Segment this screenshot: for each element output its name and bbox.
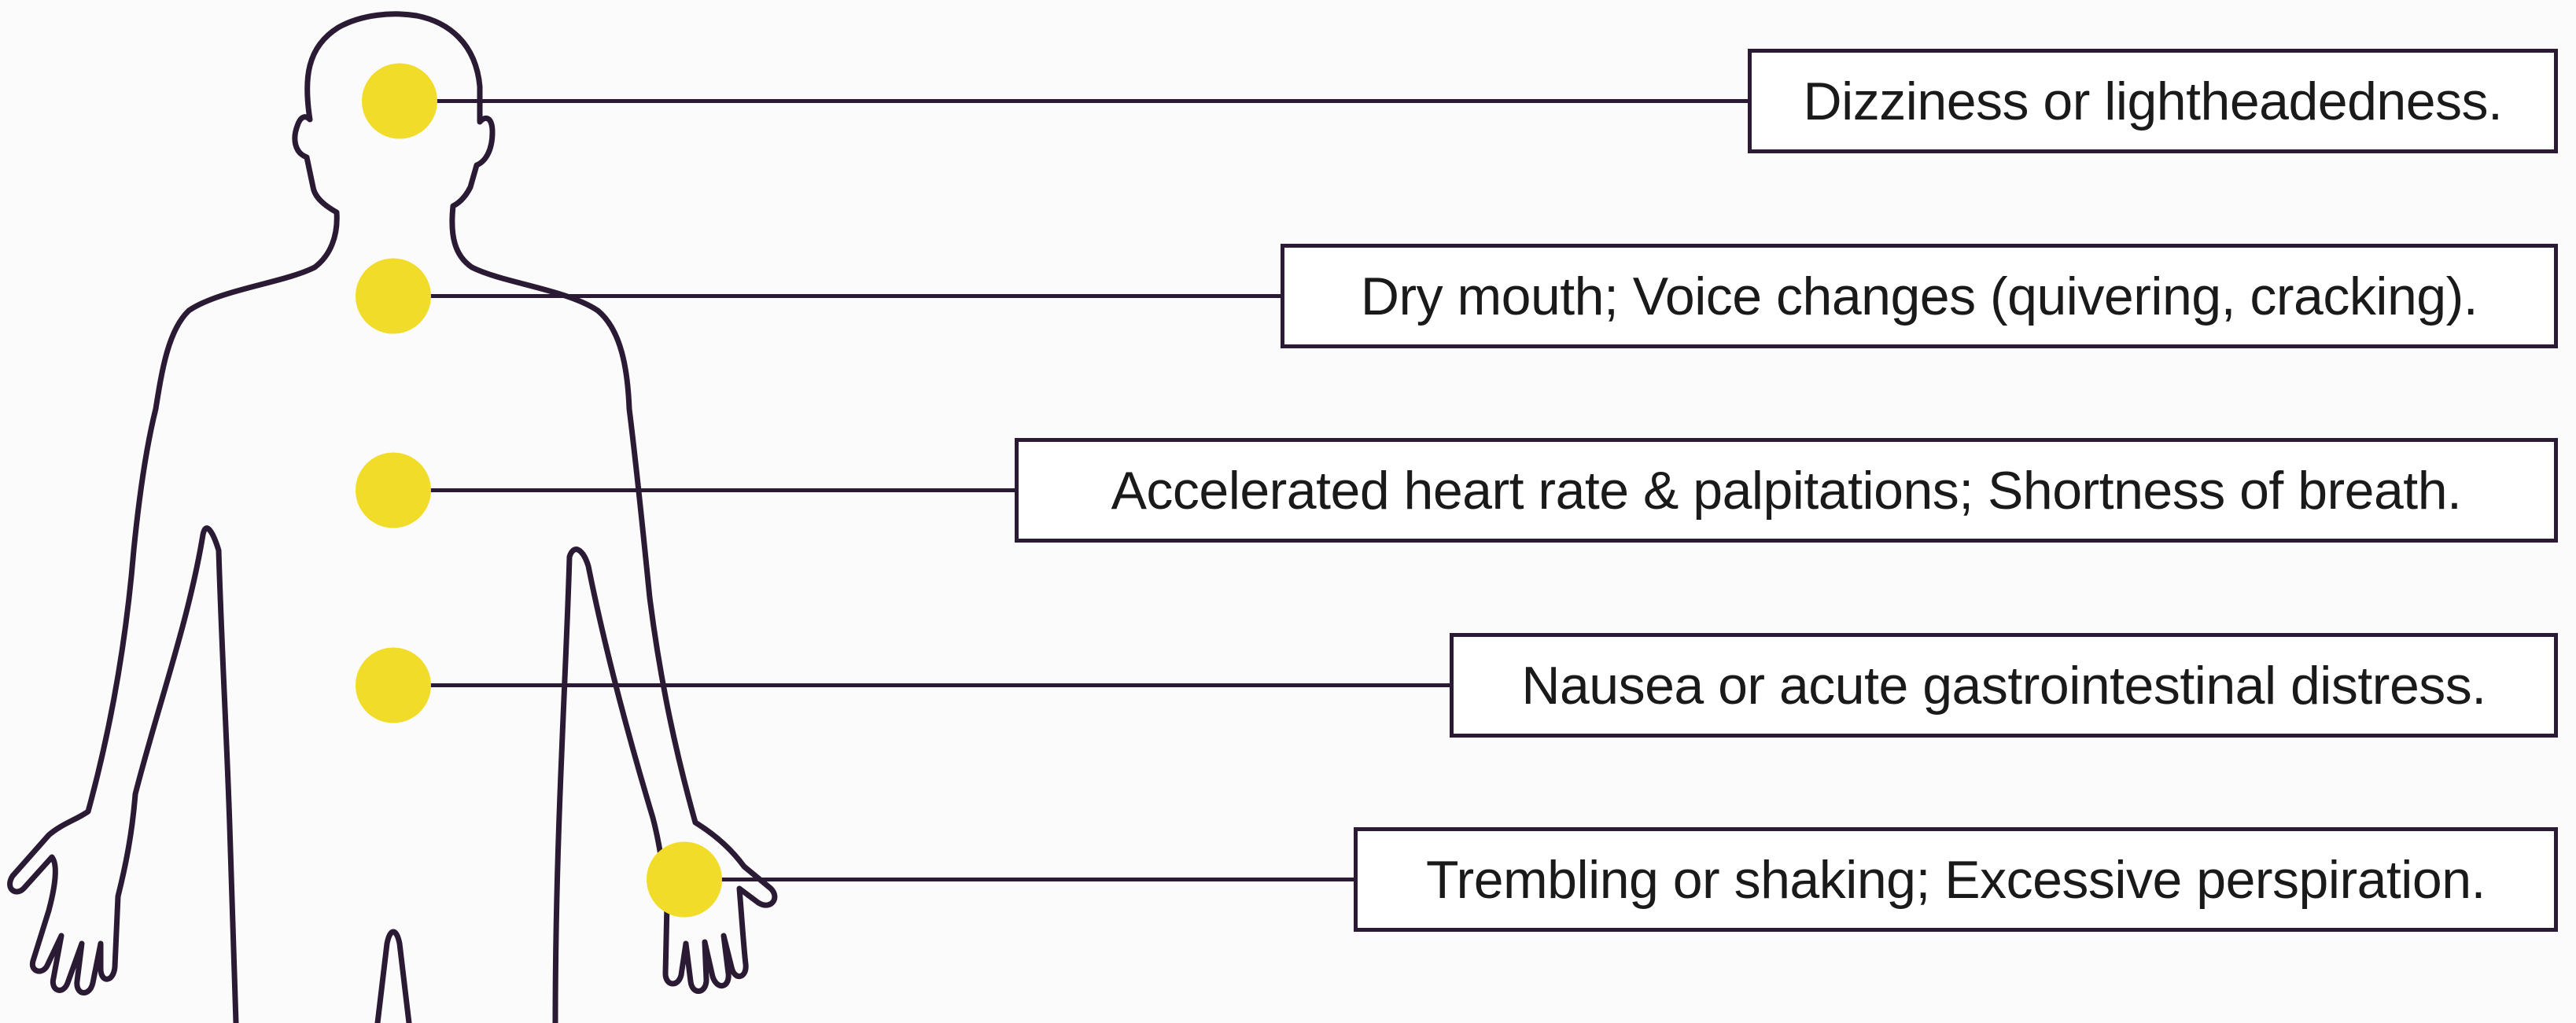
symptom-label-head: Dizziness or lightheadedness. xyxy=(1748,49,2558,153)
symptom-label-stomach: Nausea or acute gastrointestinal distres… xyxy=(1450,633,2558,738)
marker-throat xyxy=(356,258,431,334)
symptom-markers xyxy=(356,63,722,918)
symptom-label-chest: Accelerated heart rate & palpitations; S… xyxy=(1015,438,2558,543)
marker-head xyxy=(362,63,437,139)
leader-lines xyxy=(393,99,1748,881)
marker-chest xyxy=(356,452,431,528)
marker-stomach xyxy=(356,647,431,723)
symptom-label-throat: Dry mouth; Voice changes (quivering, cra… xyxy=(1281,244,2558,348)
symptom-label-hand: Trembling or shaking; Excessive perspira… xyxy=(1354,827,2558,932)
marker-hand xyxy=(647,841,722,918)
human-body-outline-icon xyxy=(7,11,778,1023)
